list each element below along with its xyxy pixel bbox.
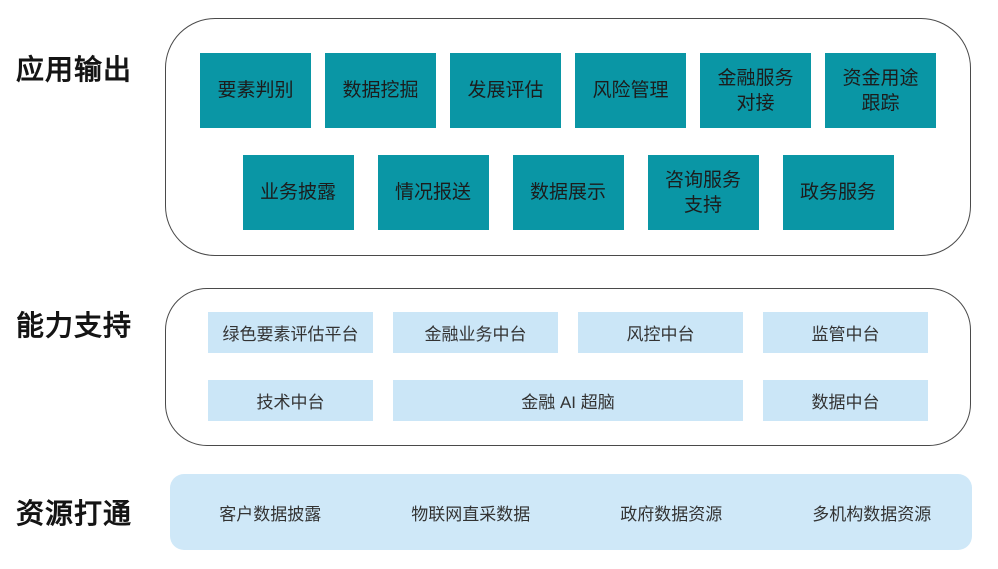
app-output-box-4: 风险管理 (575, 53, 686, 128)
section-label-application-output: 应用输出 (16, 54, 133, 85)
app-output-box-11: 政务服务 (782, 155, 894, 230)
app-output-box-10: 咨询服务 支持 (647, 155, 759, 230)
app-output-box-9: 数据展示 (512, 155, 624, 230)
resource-item-1: 客户数据披露 (219, 504, 322, 524)
app-output-box-2: 数据挖掘 (325, 53, 436, 128)
application-output-row-1: 要素判别 数据挖掘 发展评估 风险管理 金融服务 对接 资金用途 跟踪 (166, 53, 970, 128)
capability-box-2: 金融业务中台 (393, 312, 558, 353)
capability-support-container: 绿色要素评估平台 金融业务中台 风控中台 监管中台 技术中台 金融 AI 超脑 … (165, 288, 971, 446)
capability-row-1: 绿色要素评估平台 金融业务中台 风控中台 监管中台 (166, 312, 970, 353)
application-output-container: 要素判别 数据挖掘 发展评估 风险管理 金融服务 对接 资金用途 跟踪 业务披露… (165, 18, 971, 256)
app-output-box-8: 情况报送 (377, 155, 489, 230)
app-output-box-6: 资金用途 跟踪 (825, 53, 936, 128)
capability-box-6: 金融 AI 超脑 (393, 380, 743, 421)
app-output-box-5: 金融服务 对接 (700, 53, 811, 128)
capability-row-2: 技术中台 金融 AI 超脑 数据中台 (166, 380, 970, 421)
resource-item-2: 物联网直采数据 (411, 504, 531, 524)
section-label-capability-support: 能力支持 (16, 310, 133, 341)
app-output-box-3: 发展评估 (450, 53, 561, 128)
section-label-resource-integration: 资源打通 (16, 498, 133, 529)
application-output-row-2: 业务披露 情况报送 数据展示 咨询服务 支持 政务服务 (166, 155, 970, 230)
resource-integration-band: 客户数据披露 物联网直采数据 政府数据资源 多机构数据资源 (170, 474, 972, 550)
app-output-box-7: 业务披露 (242, 155, 354, 230)
capability-box-7: 数据中台 (763, 380, 928, 421)
capability-box-5: 技术中台 (208, 380, 373, 421)
app-output-box-1: 要素判别 (200, 53, 311, 128)
capability-box-1: 绿色要素评估平台 (208, 312, 373, 353)
resource-item-4: 多机构数据资源 (812, 504, 932, 524)
capability-box-4: 监管中台 (763, 312, 928, 353)
resource-item-3: 政府数据资源 (620, 504, 723, 524)
capability-box-3: 风控中台 (578, 312, 743, 353)
